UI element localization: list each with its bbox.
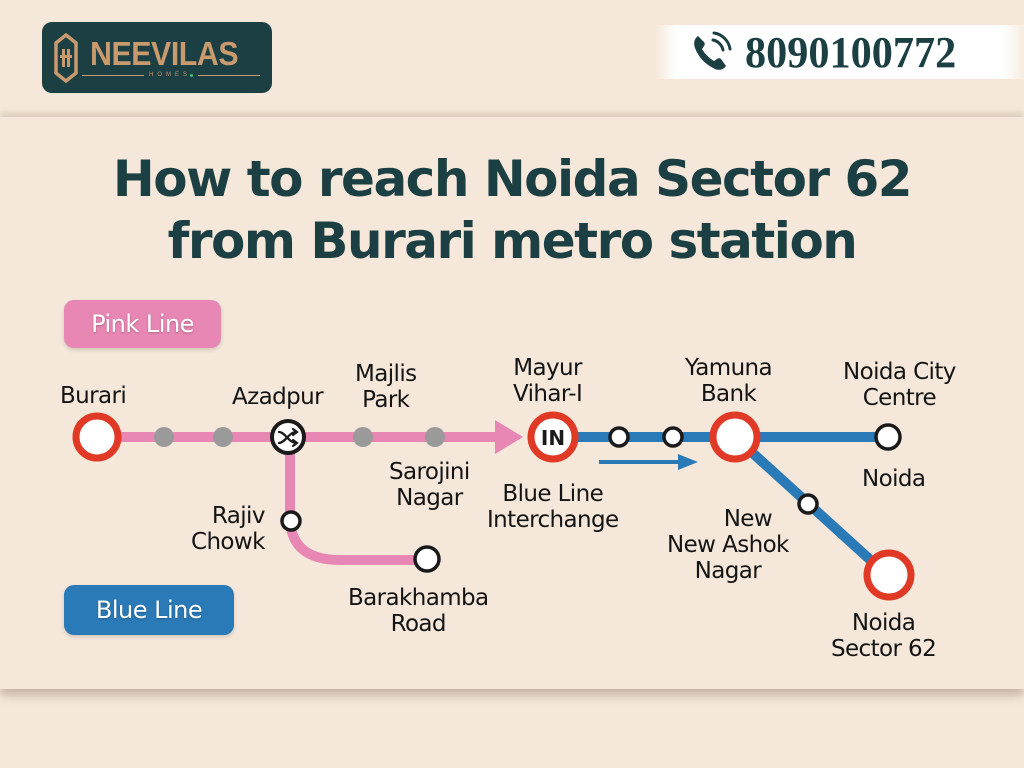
interchange-badge: IN (541, 426, 565, 450)
brand-name: NEEVILAS (90, 35, 239, 72)
label-noida-city-centre: Noida City Centre (843, 359, 956, 411)
label-burari: Burari (60, 383, 127, 409)
title-line-1: How to reach Noida Sector 62 (112, 150, 913, 208)
divider (82, 74, 144, 76)
pink-arrow-icon (495, 420, 523, 454)
brand-logo[interactable]: NEEVILAS HOMES (42, 22, 272, 93)
divider (198, 74, 261, 76)
blue-line-badge: Blue Line (64, 585, 234, 635)
phone-contact[interactable]: 8090100772 (655, 25, 1024, 79)
station-stop[interactable] (662, 426, 684, 448)
station-yamuna-bank[interactable] (709, 411, 761, 463)
house-hexagon-logo-icon (54, 32, 78, 83)
shuffle-interchange-icon (277, 427, 299, 448)
label-mayur-vihar: Mayur Vihar-I (513, 355, 583, 407)
accent-dot (190, 73, 194, 77)
label-yamuna-bank: Yamuna Bank (685, 355, 773, 407)
intermediate-stop-dot (213, 427, 233, 447)
station-noida-city-centre[interactable] (874, 423, 902, 451)
pink-line-badge: Pink Line (64, 300, 221, 348)
label-sarojini-nagar: Sarojini Nagar (389, 459, 470, 511)
station-noida-sector-62[interactable] (863, 549, 915, 601)
label-noida-sector-62: Noida Sector 62 (831, 610, 937, 662)
page-title: How to reach Noida Sector 62 from Burari… (0, 148, 1024, 272)
label-barakhamba-road: Barakhamba Road (348, 585, 489, 637)
blue-direction-arrow-icon (678, 454, 698, 470)
phone-number[interactable]: 8090100772 (745, 27, 957, 77)
station-barakhamba-road[interactable] (413, 545, 441, 573)
station-new-ashok-nagar[interactable] (797, 493, 819, 515)
intermediate-stop-dot (154, 427, 174, 447)
label-blue-line-interchange: Blue Line Interchange (487, 481, 619, 533)
title-line-2: from Burari metro station (167, 212, 858, 270)
label-new-ashok-nagar: New New Ashok Nagar (667, 506, 789, 584)
station-burari[interactable] (72, 412, 122, 462)
intermediate-stop-dot (353, 427, 373, 447)
station-stop[interactable] (608, 426, 630, 448)
intermediate-stop-dot (425, 427, 445, 447)
station-rajiv-chowk[interactable] (280, 510, 302, 532)
label-rajiv-chowk: Rajiv Chowk (191, 503, 265, 555)
label-majlis-park: Majlis Park (355, 361, 417, 413)
brand-subtitle: HOMES (149, 72, 192, 78)
phone-ringing-icon (694, 31, 732, 70)
label-azadpur: Azadpur (232, 384, 324, 410)
station-azadpur[interactable] (270, 419, 306, 455)
station-mayur-vihar[interactable]: IN (527, 411, 579, 463)
brand-subtitle-row: HOMES (82, 72, 261, 78)
label-noida: Noida (862, 466, 926, 492)
